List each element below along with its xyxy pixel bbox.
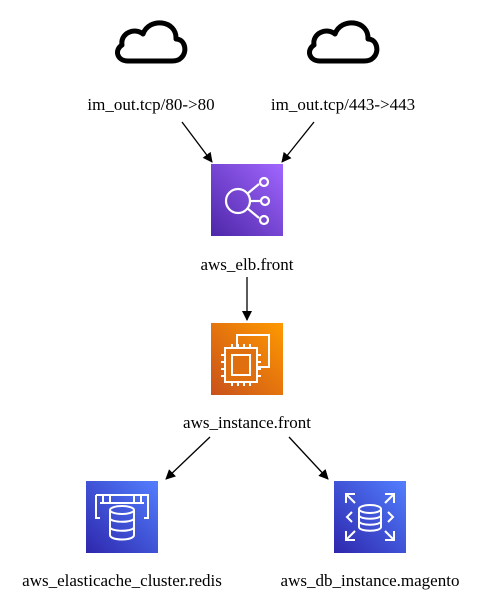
cloud-icon bbox=[115, 20, 188, 64]
edge-instance-to-redis bbox=[165, 436, 211, 480]
node-label: im_out.tcp/443->443 bbox=[271, 95, 415, 114]
node-label: aws_elasticache_cluster.redis bbox=[22, 571, 222, 590]
edge-https-to-elb bbox=[281, 121, 315, 163]
node-aws-instance-front: aws_instance.front bbox=[183, 323, 311, 432]
node-cloud-http: im_out.tcp/80->80 bbox=[87, 20, 215, 114]
edge-instance-to-db bbox=[288, 436, 329, 480]
node-label: im_out.tcp/80->80 bbox=[87, 95, 214, 114]
elb-icon-background bbox=[211, 164, 283, 236]
elastic-load-balancer-icon bbox=[224, 176, 271, 226]
node-label: aws_elb.front bbox=[200, 255, 293, 274]
rds-icon-background bbox=[334, 481, 406, 553]
cloud-icon bbox=[307, 20, 380, 64]
edges bbox=[165, 121, 329, 480]
edge-http-to-elb bbox=[181, 121, 213, 163]
node-aws-elasticache-redis: aws_elasticache_cluster.redis bbox=[22, 481, 222, 590]
ec2-instance-icon bbox=[221, 334, 270, 386]
node-label: aws_db_instance.magento bbox=[281, 571, 460, 590]
node-label: aws_instance.front bbox=[183, 413, 311, 432]
node-cloud-https: im_out.tcp/443->443 bbox=[271, 20, 415, 114]
node-aws-db-instance-magento: aws_db_instance.magento bbox=[281, 481, 460, 590]
rds-db-instance-icon bbox=[345, 493, 395, 541]
node-aws-elb-front: aws_elb.front bbox=[200, 164, 294, 274]
elasticache-icon bbox=[95, 494, 149, 541]
